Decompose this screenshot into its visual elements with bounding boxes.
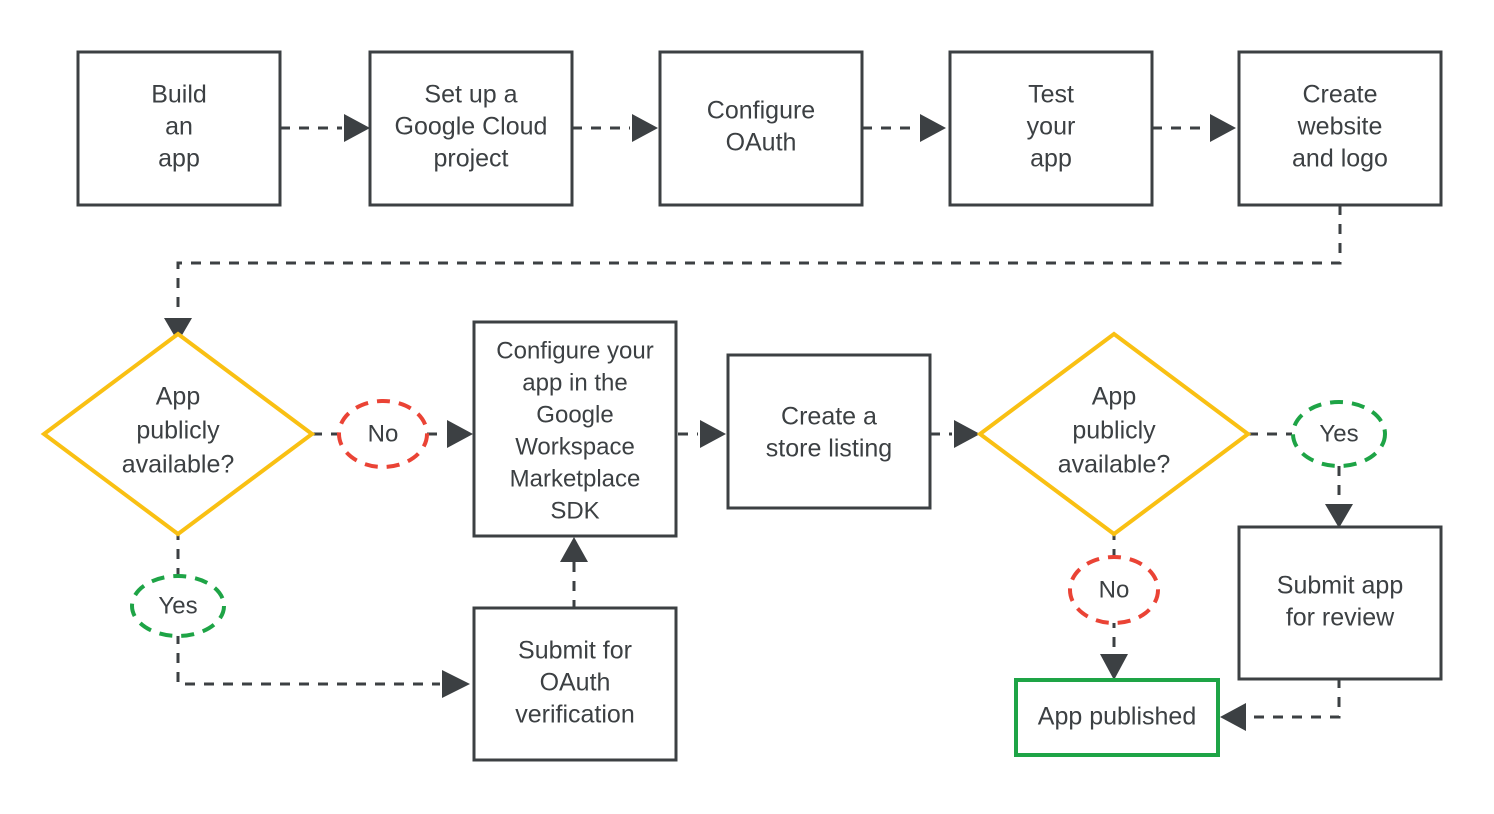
node-label-line: an: [165, 113, 193, 141]
node-label-line: Submit for: [518, 637, 632, 665]
arrowhead-website-to-decision-left: [164, 318, 192, 342]
node-submit-for-oauth-verification[interactable]: Submit for OAuth verification: [472, 606, 678, 762]
node-label-line: Configure: [707, 97, 815, 125]
node-label-line: Create a: [781, 403, 877, 431]
node-label-line: Workspace: [515, 433, 635, 460]
node-app-published[interactable]: App published: [1014, 678, 1220, 757]
node-box: [1237, 50, 1443, 207]
node-label-line: Marketplace: [510, 465, 641, 492]
node-box: [472, 320, 678, 538]
arrowhead-build-to-setup: [344, 114, 370, 142]
node-box: [76, 50, 282, 207]
node-label-line: project: [433, 145, 508, 173]
node-label-line: publicly: [136, 417, 220, 445]
edge-website-to-decision-left: [176, 205, 1342, 316]
node-label-line: Create: [1302, 81, 1377, 109]
node-decision-app-publicly-available-left[interactable]: App publicly available?: [40, 331, 316, 537]
node-configure-app-marketplace-sdk[interactable]: Configure your app in the Google Workspa…: [472, 320, 678, 538]
node-label-line: OAuth: [540, 669, 611, 697]
arrowhead-configure-sdk-to-store-listing: [700, 420, 726, 448]
arrowhead-submit-review-to-app-published: [1220, 703, 1246, 731]
edge-label-text: No: [1099, 576, 1130, 603]
connectors-layer: [164, 114, 1353, 731]
node-label-line: app: [1030, 145, 1072, 173]
node-box-success: [1014, 678, 1220, 757]
edge-label-text: No: [368, 420, 399, 447]
yes-ellipse: [130, 574, 226, 638]
arrowhead-oauth-to-test: [920, 114, 946, 142]
node-label-line: your: [1027, 113, 1076, 141]
no-ellipse: [1068, 555, 1160, 625]
node-label-line: OAuth: [726, 129, 797, 157]
edge-label-left-yes: Yes: [130, 574, 226, 638]
node-box: [658, 50, 864, 207]
arrowhead-yes-to-submit-oauth: [442, 670, 470, 698]
edge-label-right-no: No: [1068, 555, 1160, 625]
node-label-line: Google: [536, 401, 613, 428]
node-label-line: Test: [1028, 81, 1074, 109]
node-label-line: app: [158, 145, 200, 173]
node-label-line: store listing: [766, 435, 892, 463]
decision-diamond: [40, 331, 316, 537]
yes-ellipse: [1291, 400, 1387, 468]
node-label-line: website: [1297, 113, 1383, 141]
arrowhead-test-to-website: [1210, 114, 1236, 142]
node-label-line: and logo: [1292, 145, 1388, 173]
node-label-line: App: [156, 383, 200, 411]
node-label-line: app in the: [522, 369, 627, 396]
arrowhead-submit-oauth-to-configure-sdk: [560, 537, 588, 562]
node-configure-oauth[interactable]: Configure OAuth: [658, 50, 864, 207]
node-box: [472, 606, 678, 762]
no-ellipse: [337, 399, 429, 469]
node-label-line: SDK: [550, 497, 599, 524]
node-test-your-app[interactable]: Test your app: [948, 50, 1154, 207]
node-label-line: Build: [151, 81, 207, 109]
arrowhead-yes-to-submit-review: [1325, 504, 1353, 528]
node-label-line: Configure your: [496, 337, 653, 364]
node-label-line: Set up a: [424, 81, 517, 109]
arrowhead-no-to-app-published: [1100, 654, 1128, 680]
node-box: [948, 50, 1154, 207]
node-label-line: for review: [1286, 604, 1395, 632]
node-create-store-listing[interactable]: Create a store listing: [726, 353, 932, 510]
node-decision-app-publicly-available-right[interactable]: App publicly available?: [976, 331, 1252, 537]
node-label-line: available?: [122, 451, 235, 479]
edge-label-text: Yes: [158, 592, 197, 619]
node-label-line: Submit app: [1277, 572, 1403, 600]
node-label-line: App published: [1038, 703, 1196, 731]
node-box: [726, 353, 932, 510]
node-build-an-app[interactable]: Build an app: [76, 50, 282, 207]
node-setup-google-cloud-project[interactable]: Set up a Google Cloud project: [368, 50, 574, 207]
edge-label-text: Yes: [1319, 420, 1358, 447]
edge-label-left-no: No: [337, 399, 429, 469]
edge-submit-review-to-app-published: [1248, 678, 1341, 719]
node-box: [368, 50, 574, 207]
arrowhead-store-listing-to-decision-right: [954, 420, 980, 448]
node-label-line: verification: [515, 701, 635, 729]
node-label-line: publicly: [1072, 417, 1156, 445]
node-label-line: Google Cloud: [395, 113, 548, 141]
node-label-line: available?: [1058, 451, 1171, 479]
arrowhead-setup-to-oauth: [632, 114, 658, 142]
node-box: [1237, 525, 1443, 681]
edge-yes-to-submit-oauth: [176, 634, 440, 686]
decision-diamond: [976, 331, 1252, 537]
node-label-line: App: [1092, 383, 1136, 411]
edge-label-right-yes: Yes: [1291, 400, 1387, 468]
arrowhead-no-to-configure-sdk: [447, 420, 473, 448]
node-submit-app-for-review[interactable]: Submit app for review: [1237, 525, 1443, 681]
node-create-website-and-logo[interactable]: Create website and logo: [1237, 50, 1443, 207]
